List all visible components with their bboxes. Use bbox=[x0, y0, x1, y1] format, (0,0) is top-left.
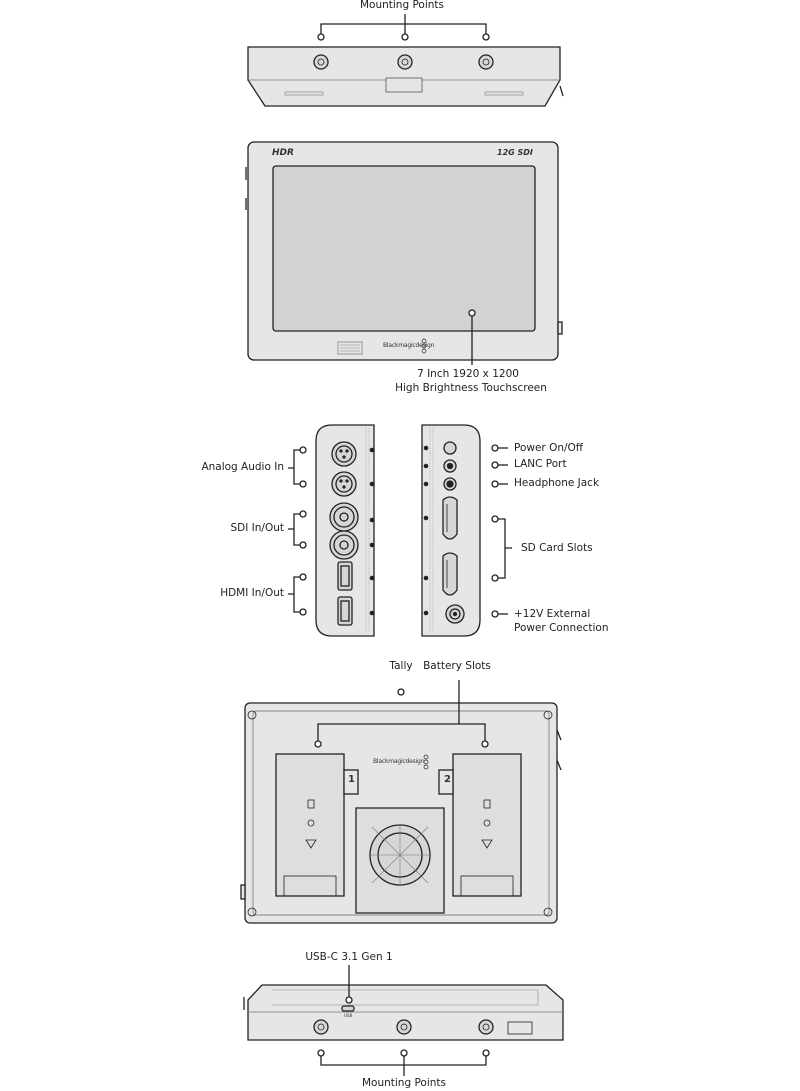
hdmi-port-1 bbox=[337, 561, 353, 591]
front-brand-logo: Blackmagicdesign bbox=[383, 342, 435, 349]
sdi-connector-2 bbox=[329, 530, 359, 560]
battery-slot-1-number: 1 bbox=[348, 774, 355, 785]
label-ext-power-line1: +12V External bbox=[514, 608, 591, 620]
hdr-logo: HDR bbox=[272, 148, 294, 158]
label-screen-line2: High Brightness Touchscreen bbox=[395, 382, 547, 394]
front-view bbox=[245, 141, 563, 365]
label-ext-power-line2: Power Connection bbox=[514, 622, 609, 634]
right-side-view bbox=[421, 424, 512, 637]
label-tally: Tally bbox=[389, 660, 413, 672]
top-mount-hole-3 bbox=[478, 54, 494, 70]
label-mounting-points-top: Mounting Points bbox=[359, 0, 445, 11]
bottom-mount-hole-3 bbox=[478, 1019, 494, 1035]
bottom-mount-hole-1 bbox=[313, 1019, 329, 1035]
label-battery-slots: Battery Slots bbox=[423, 660, 491, 672]
left-side-view bbox=[288, 424, 375, 637]
label-lanc-port: LANC Port bbox=[514, 458, 567, 470]
xlr-input-1 bbox=[331, 441, 357, 467]
top-mount-hole-1 bbox=[313, 54, 329, 70]
bottom-view bbox=[243, 965, 564, 1076]
headphone-jack bbox=[443, 477, 457, 491]
label-screen-line1: 7 Inch 1920 x 1200 bbox=[417, 368, 519, 380]
label-headphone-jack: Headphone Jack bbox=[514, 477, 600, 489]
cooling-fan bbox=[355, 807, 445, 914]
sd-card-slot-2 bbox=[442, 552, 458, 596]
usb-port-marking: USB bbox=[344, 1013, 353, 1018]
battery-slot-1-plate bbox=[275, 753, 359, 897]
top-view bbox=[247, 14, 564, 107]
label-hdmi-in-out: HDMI In/Out bbox=[220, 587, 284, 599]
sdi-connector-1 bbox=[329, 502, 359, 532]
bottom-mount-hole-2 bbox=[396, 1019, 412, 1035]
usb-c-port bbox=[341, 1005, 355, 1012]
label-power-on-off: Power On/Off bbox=[514, 442, 584, 454]
power-connector bbox=[445, 604, 465, 624]
sd-card-slot-1 bbox=[442, 496, 458, 540]
label-usb-c: USB-C 3.1 Gen 1 bbox=[305, 951, 393, 963]
lanc-port bbox=[443, 459, 457, 473]
sdi-logo: 12G SDI bbox=[497, 148, 533, 157]
back-brand-logo: Blackmagicdesign bbox=[373, 758, 425, 765]
label-sdi-in-out: SDI In/Out bbox=[230, 522, 284, 534]
top-mount-hole-2 bbox=[397, 54, 413, 70]
label-sd-card-slots: SD Card Slots bbox=[521, 542, 593, 554]
xlr-input-2 bbox=[331, 471, 357, 497]
label-mounting-points-bottom: Mounting Points bbox=[361, 1077, 447, 1089]
touchscreen bbox=[272, 165, 536, 332]
back-view bbox=[240, 680, 562, 924]
battery-slot-2-plate bbox=[438, 753, 522, 897]
battery-slot-2-number: 2 bbox=[444, 774, 451, 785]
hdmi-port-2 bbox=[337, 596, 353, 626]
power-button bbox=[443, 441, 457, 455]
label-analog-audio-in: Analog Audio In bbox=[201, 461, 284, 473]
